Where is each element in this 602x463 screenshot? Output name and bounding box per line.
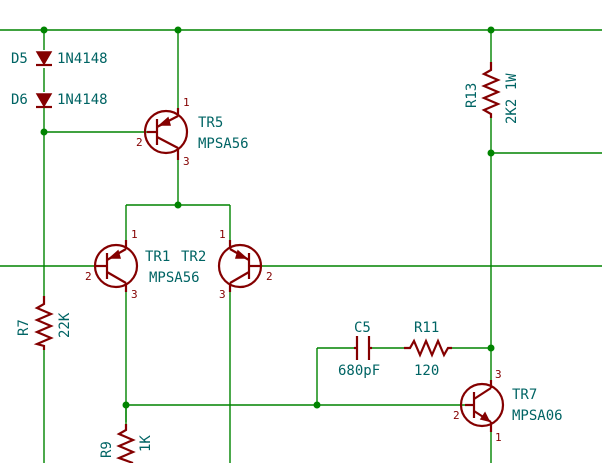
r13-ref: R13 (464, 83, 480, 108)
transistor-body (217, 243, 263, 289)
tr7-pin2: 2 (453, 409, 460, 422)
junction-dot (487, 344, 495, 352)
tr1-ref: TR1 (145, 249, 170, 265)
emitter-arrow (235, 249, 248, 259)
emitter-arrow (108, 249, 121, 259)
collector-lead (106, 271, 127, 284)
c5-ref: C5 (354, 320, 371, 336)
tr1-pin2: 2 (85, 270, 92, 283)
collector-lead (156, 136, 179, 149)
tr5-pin1: 1 (183, 96, 190, 109)
r7-ref: R7 (16, 319, 32, 336)
resistor-r11: R11 120 (404, 320, 452, 379)
diode-symbol (35, 51, 53, 66)
tr2-ref: TR2 (181, 249, 206, 265)
wires (0, 29, 602, 463)
r11-ref: R11 (414, 320, 439, 336)
transistor-body (143, 109, 189, 155)
emitter-arrow (158, 116, 171, 126)
tr5-pin2: 2 (136, 136, 143, 149)
tr5-value: MPSA56 (198, 136, 249, 152)
d6-ref: D6 (11, 92, 28, 108)
junction-dot (487, 149, 495, 157)
d5-ref: D5 (11, 51, 28, 67)
transistor-tr7: 3 2 1 TR7 MPSA06 (453, 368, 563, 444)
resistor-zigzag (33, 296, 54, 350)
collector-lead (473, 387, 492, 400)
tr7-value: MPSA06 (512, 408, 563, 424)
transistor-body (93, 243, 139, 289)
tr2-pin1: 1 (219, 228, 226, 241)
transistor-body (459, 382, 505, 428)
junction-dot (40, 128, 48, 136)
resistor-zigzag (115, 424, 136, 463)
junctions (40, 26, 495, 409)
diode-d6: D6 1N4148 (11, 92, 108, 109)
resistor-r13: R13 2K2 1W (464, 62, 520, 124)
junction-dot (174, 26, 182, 34)
r13-value: 2K2 1W (504, 73, 520, 124)
tr1-pin1: 1 (131, 228, 138, 241)
junction-dot (40, 26, 48, 34)
tr2-pin3: 3 (219, 288, 226, 301)
r11-value: 120 (414, 363, 439, 379)
tr5-ref: TR5 (198, 115, 223, 131)
tr7-pin3: 3 (495, 368, 502, 381)
resistor-r9: R9 1K (99, 405, 154, 463)
resistor-zigzag (404, 338, 452, 358)
collector-lead (229, 271, 250, 284)
capacitor-c5: C5 680pF (338, 320, 380, 379)
tr7-pin1: 1 (495, 431, 502, 444)
emitter-arrow (479, 411, 491, 423)
r9-ref: R9 (99, 441, 115, 458)
tr5-pin3: 3 (183, 155, 190, 168)
c5-value: 680pF (338, 363, 380, 379)
junction-dot (487, 26, 495, 34)
transistor-tr5: 1 2 3 TR5 MPSA56 (136, 96, 249, 168)
tr1-tr2-value: MPSA56 (149, 270, 200, 286)
diode-symbol (35, 93, 53, 108)
r9-value: 1K (138, 435, 154, 452)
resistor-r7: R7 22K (16, 296, 73, 350)
resistor-zigzag (481, 62, 501, 118)
tr7-ref: TR7 (512, 387, 537, 403)
tr2-pin2: 2 (266, 270, 273, 283)
junction-dot (174, 201, 182, 209)
transistor-tr2: 1 2 3 TR2 (181, 228, 273, 301)
tr1-pin3: 3 (131, 288, 138, 301)
d6-value: 1N4148 (57, 92, 108, 108)
transistor-tr1: 1 2 3 TR1 (85, 228, 170, 301)
diode-d5: D5 1N4148 (11, 51, 108, 67)
d5-value: 1N4148 (57, 51, 108, 67)
junction-dot (313, 401, 321, 409)
r7-value: 22K (57, 312, 73, 338)
